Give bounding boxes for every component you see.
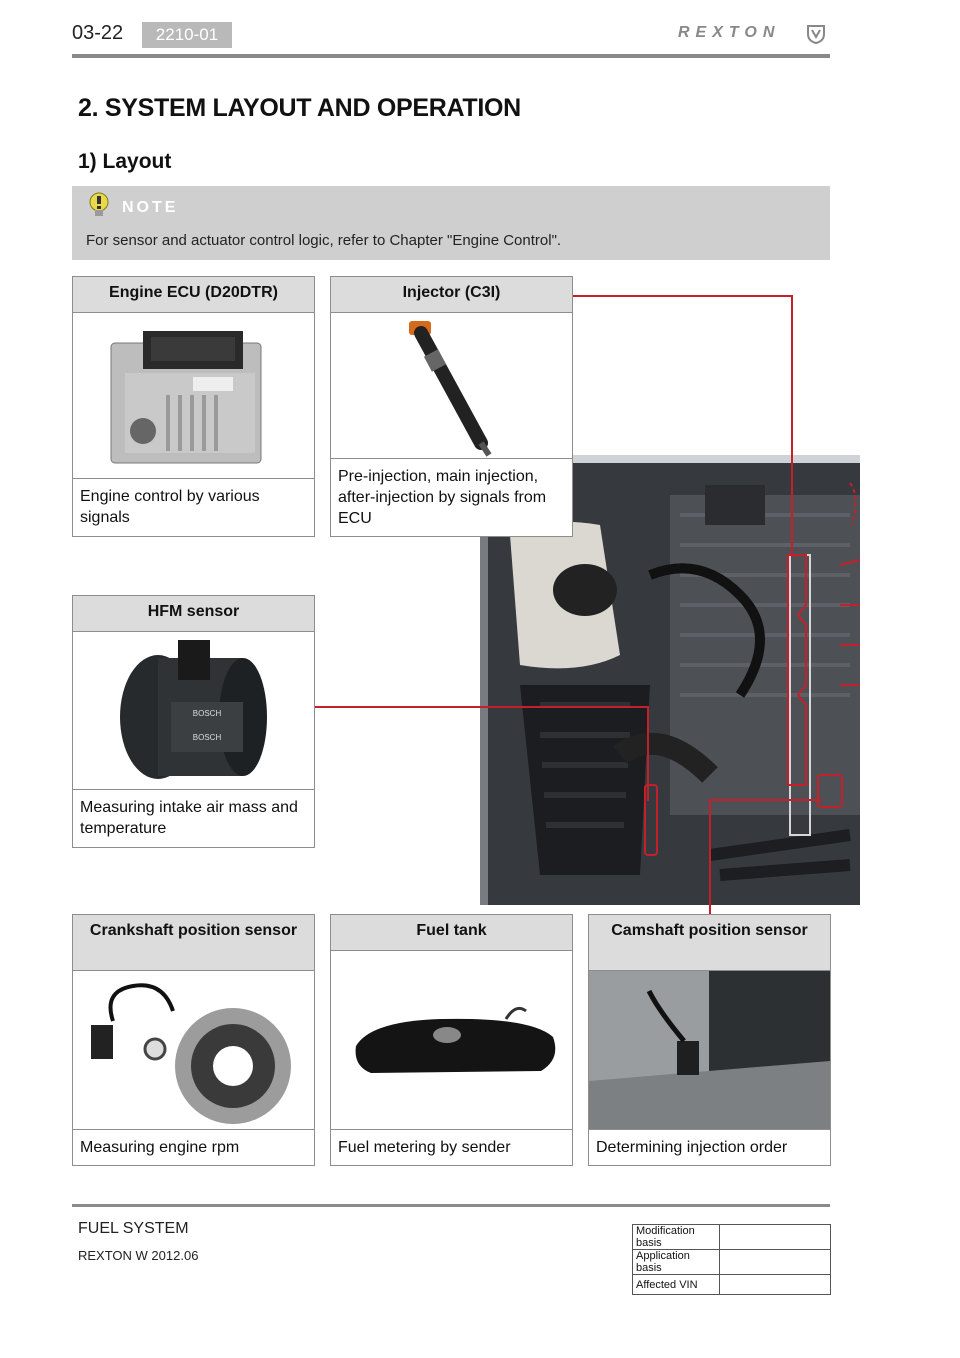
injector-image <box>331 313 572 458</box>
component-card-fuel-tank: Fuel tank Fuel metering by sender <box>330 914 573 1166</box>
component-card-engine-ecu: Engine ECU (D20DTR) Engine control by va… <box>72 276 315 537</box>
revision-label: Modification basis <box>632 1224 720 1250</box>
hfm-leader-h <box>314 706 648 708</box>
note-text: For sensor and actuator control logic, r… <box>86 232 562 249</box>
ecu-illustration <box>110 331 262 464</box>
note-box <box>72 186 830 260</box>
component-description: Engine control by various signals <box>73 478 314 536</box>
component-description: Determining injection order <box>589 1129 830 1165</box>
hfm-label-brand-2: BOSCH <box>193 733 222 742</box>
component-title: Fuel tank <box>331 915 572 951</box>
revision-label: Application basis <box>632 1249 720 1275</box>
footer-title: FUEL SYSTEM <box>78 1220 189 1237</box>
revision-label: Affected VIN <box>632 1274 720 1295</box>
hfm-illustration: BOSCH BOSCH <box>120 640 267 779</box>
camshaft-illustration <box>589 971 830 1131</box>
subsection-heading: 1) Layout <box>78 150 172 173</box>
injector-illustration <box>409 321 492 457</box>
component-card-hfm-sensor: HFM sensor BOSCH BOSCH Measuring intake … <box>72 595 315 848</box>
component-description: Measuring engine rpm <box>73 1129 314 1165</box>
component-description: Pre-injection, main injection, after-inj… <box>331 458 572 536</box>
hfm-sensor-image: BOSCH BOSCH <box>73 632 314 789</box>
revision-row: Modification basis <box>632 1224 831 1250</box>
section-heading: 2. SYSTEM LAYOUT AND OPERATION <box>78 94 521 122</box>
fuel-tank-image <box>331 951 572 1131</box>
brand-emblem-icon <box>807 25 825 44</box>
engine-bay-illustration <box>480 455 860 905</box>
cam-leader-v <box>709 799 711 915</box>
fuel-tank-illustration <box>355 1006 556 1073</box>
cam-leader-h <box>710 799 822 801</box>
revision-table: Modification basis Application basis Aff… <box>632 1224 831 1295</box>
section-code-badge: 2210-01 <box>142 22 232 48</box>
page-number: 03-22 <box>72 22 124 44</box>
component-title: Engine ECU (D20DTR) <box>73 277 314 313</box>
footer-subtitle: REXTON W 2012.06 <box>78 1248 199 1263</box>
component-title: Injector (C3I) <box>331 277 572 313</box>
hfm-label-brand: BOSCH <box>193 709 222 718</box>
engine-ecu-image <box>73 313 314 478</box>
brand-logo: REXTON <box>678 24 781 41</box>
note-label: NOTE <box>122 199 179 216</box>
component-title: HFM sensor <box>73 596 314 632</box>
revision-row: Affected VIN <box>632 1274 831 1295</box>
crankshaft-illustration <box>91 983 291 1124</box>
footer-rule <box>72 1204 830 1207</box>
component-card-camshaft-sensor: Camshaft position sensor Determining inj… <box>588 914 831 1166</box>
component-description: Fuel metering by sender <box>331 1129 572 1165</box>
component-description: Measuring intake air mass and temperatur… <box>73 789 314 847</box>
component-card-injector: Injector (C3I) Pre-injection, main injec… <box>330 276 573 537</box>
revision-value <box>719 1249 831 1275</box>
lightbulb-icon <box>89 192 109 216</box>
revision-row: Application basis <box>632 1249 831 1275</box>
injector-leader-v <box>791 295 793 557</box>
injector-leader-h <box>572 295 792 297</box>
component-title: Camshaft position sensor <box>589 915 830 971</box>
revision-value <box>719 1224 831 1250</box>
crankshaft-sensor-image <box>73 971 314 1131</box>
camshaft-sensor-image <box>589 971 830 1131</box>
header-rule <box>72 54 830 58</box>
hfm-leader-v <box>647 706 649 801</box>
component-title: Crankshaft position sensor <box>73 915 314 971</box>
revision-value <box>719 1274 831 1295</box>
component-card-crankshaft-sensor: Crankshaft position sensor Measuring eng… <box>72 914 315 1166</box>
